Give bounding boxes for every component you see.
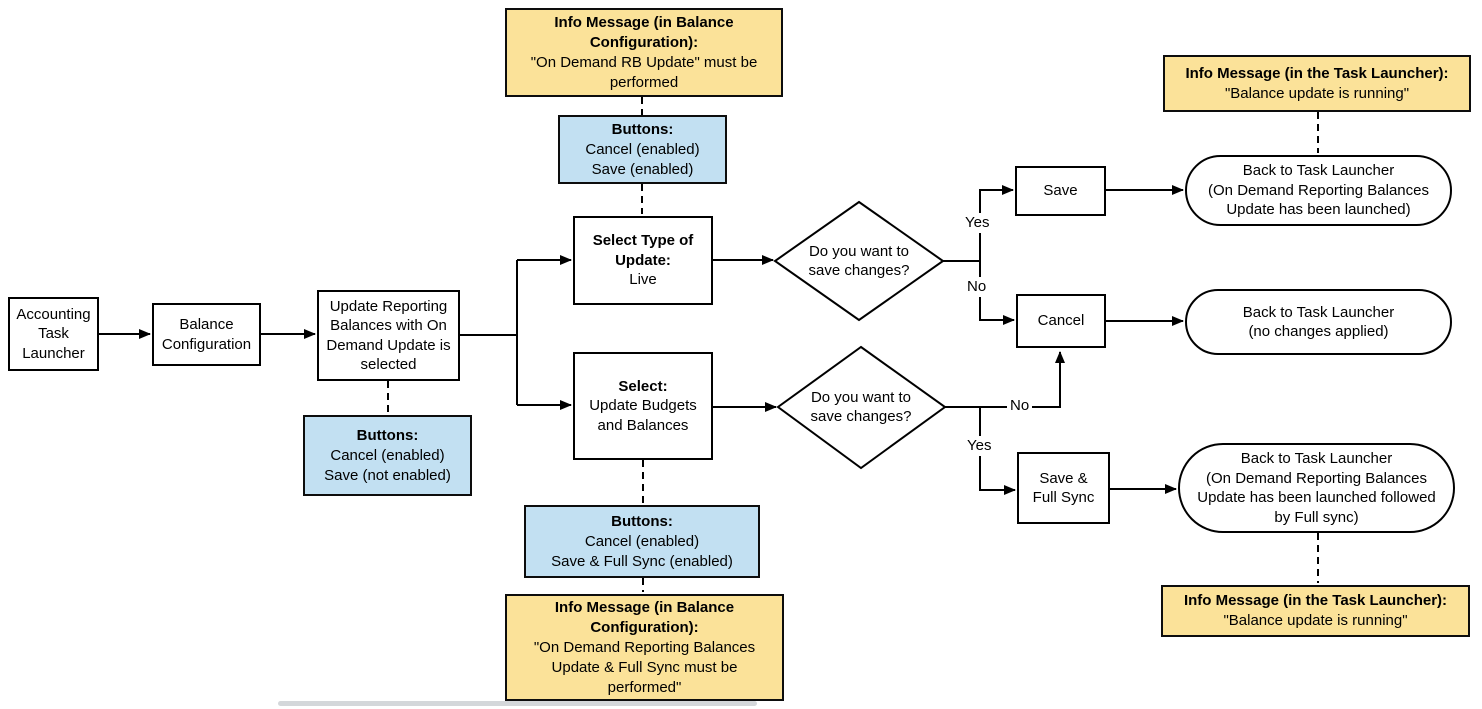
info-top-title: Info Message (in Balance Configuration): [554, 13, 734, 51]
annotation-info-balance-config-top: Info Message (in Balance Configuration):… [505, 8, 783, 97]
edge-update-branch-trunk [460, 260, 518, 405]
buttons-left-line2: Save (not enabled) [324, 466, 451, 484]
annotation-info-task-launcher-top-right: Info Message (in the Task Launcher): "Ba… [1163, 55, 1471, 112]
annotation-buttons-left: Buttons: Cancel (enabled) Save (not enab… [303, 415, 472, 496]
info-top-right-body: "Balance update is running" [1224, 84, 1410, 102]
node-save: Save [1015, 166, 1106, 216]
buttons-bottom-line1: Cancel (enabled) [584, 532, 700, 550]
select-budgets-value: Update Budgets and Balances [589, 397, 697, 434]
buttons-left-title: Buttons: [356, 426, 419, 444]
annotation-buttons-top: Buttons: Cancel (enabled) Save (enabled) [558, 115, 727, 184]
edge-decision2-yes-to-save-full-sync [979, 407, 1016, 495]
buttons-top-line2: Save (enabled) [591, 160, 694, 178]
select-type-title: Select Type of Update: [592, 232, 694, 269]
edge-label-yes2: Yes [964, 436, 995, 456]
node-select-type-of-update: Select Type of Update: Live [573, 216, 713, 305]
info-bottom-body: "On Demand Reporting Balances Update & F… [533, 638, 756, 696]
info-top-body: "On Demand RB Update" must be performed [530, 53, 758, 91]
buttons-top-line1: Cancel (enabled) [585, 140, 700, 158]
decision2-diamond [776, 345, 947, 470]
buttons-top-title: Buttons: [611, 120, 674, 138]
decision1-label: Do you want to save changes? [808, 242, 910, 280]
select-budgets-title: Select: [618, 377, 668, 395]
buttons-bottom-title: Buttons: [611, 512, 673, 530]
node-accounting-task-launcher: Accounting Task Launcher [8, 297, 99, 371]
edge-decision2-no-to-cancel [945, 351, 1065, 408]
info-bottom-right-body: "Balance update is running" [1223, 612, 1408, 629]
node-end-update-launched: Back to Task Launcher (On Demand Reporti… [1185, 155, 1452, 226]
annotation-info-task-launcher-bottom-right: Info Message (in the Task Launcher): "Ba… [1161, 585, 1470, 637]
annotation-buttons-bottom: Buttons: Cancel (enabled) Save & Full Sy… [524, 505, 760, 578]
horizontal-scrollbar[interactable] [278, 701, 757, 706]
info-top-right-title: Info Message (in the Task Launcher): [1185, 64, 1449, 82]
info-bottom-title: Info Message (in Balance Configuration): [554, 598, 735, 636]
edge-label-yes1: Yes [962, 213, 993, 233]
buttons-left-line1: Cancel (enabled) [330, 446, 445, 464]
decision1-diamond [773, 200, 945, 322]
buttons-bottom-line2: Save & Full Sync (enabled) [551, 552, 733, 570]
node-balance-configuration: Balance Configuration [152, 303, 261, 366]
node-select-update-budgets: Select: Update Budgets and Balances [573, 352, 713, 460]
decision2-label: Do you want to save changes? [810, 388, 912, 426]
node-save-full-sync: Save & Full Sync [1017, 452, 1110, 524]
node-update-reporting-balances: Update Reporting Balances with On Demand… [317, 290, 460, 381]
node-end-full-sync: Back to Task Launcher (On Demand Reporti… [1178, 443, 1455, 533]
annotation-info-balance-config-bottom: Info Message (in Balance Configuration):… [505, 594, 784, 701]
select-type-value: Live [629, 271, 657, 289]
node-cancel: Cancel [1016, 294, 1106, 348]
edge-label-no2: No [1007, 396, 1033, 416]
edge-label-no1: No [964, 277, 990, 297]
info-bottom-right-title: Info Message (in the Task Launcher): [1183, 592, 1448, 609]
node-end-no-changes: Back to Task Launcher (no changes applie… [1185, 289, 1452, 355]
